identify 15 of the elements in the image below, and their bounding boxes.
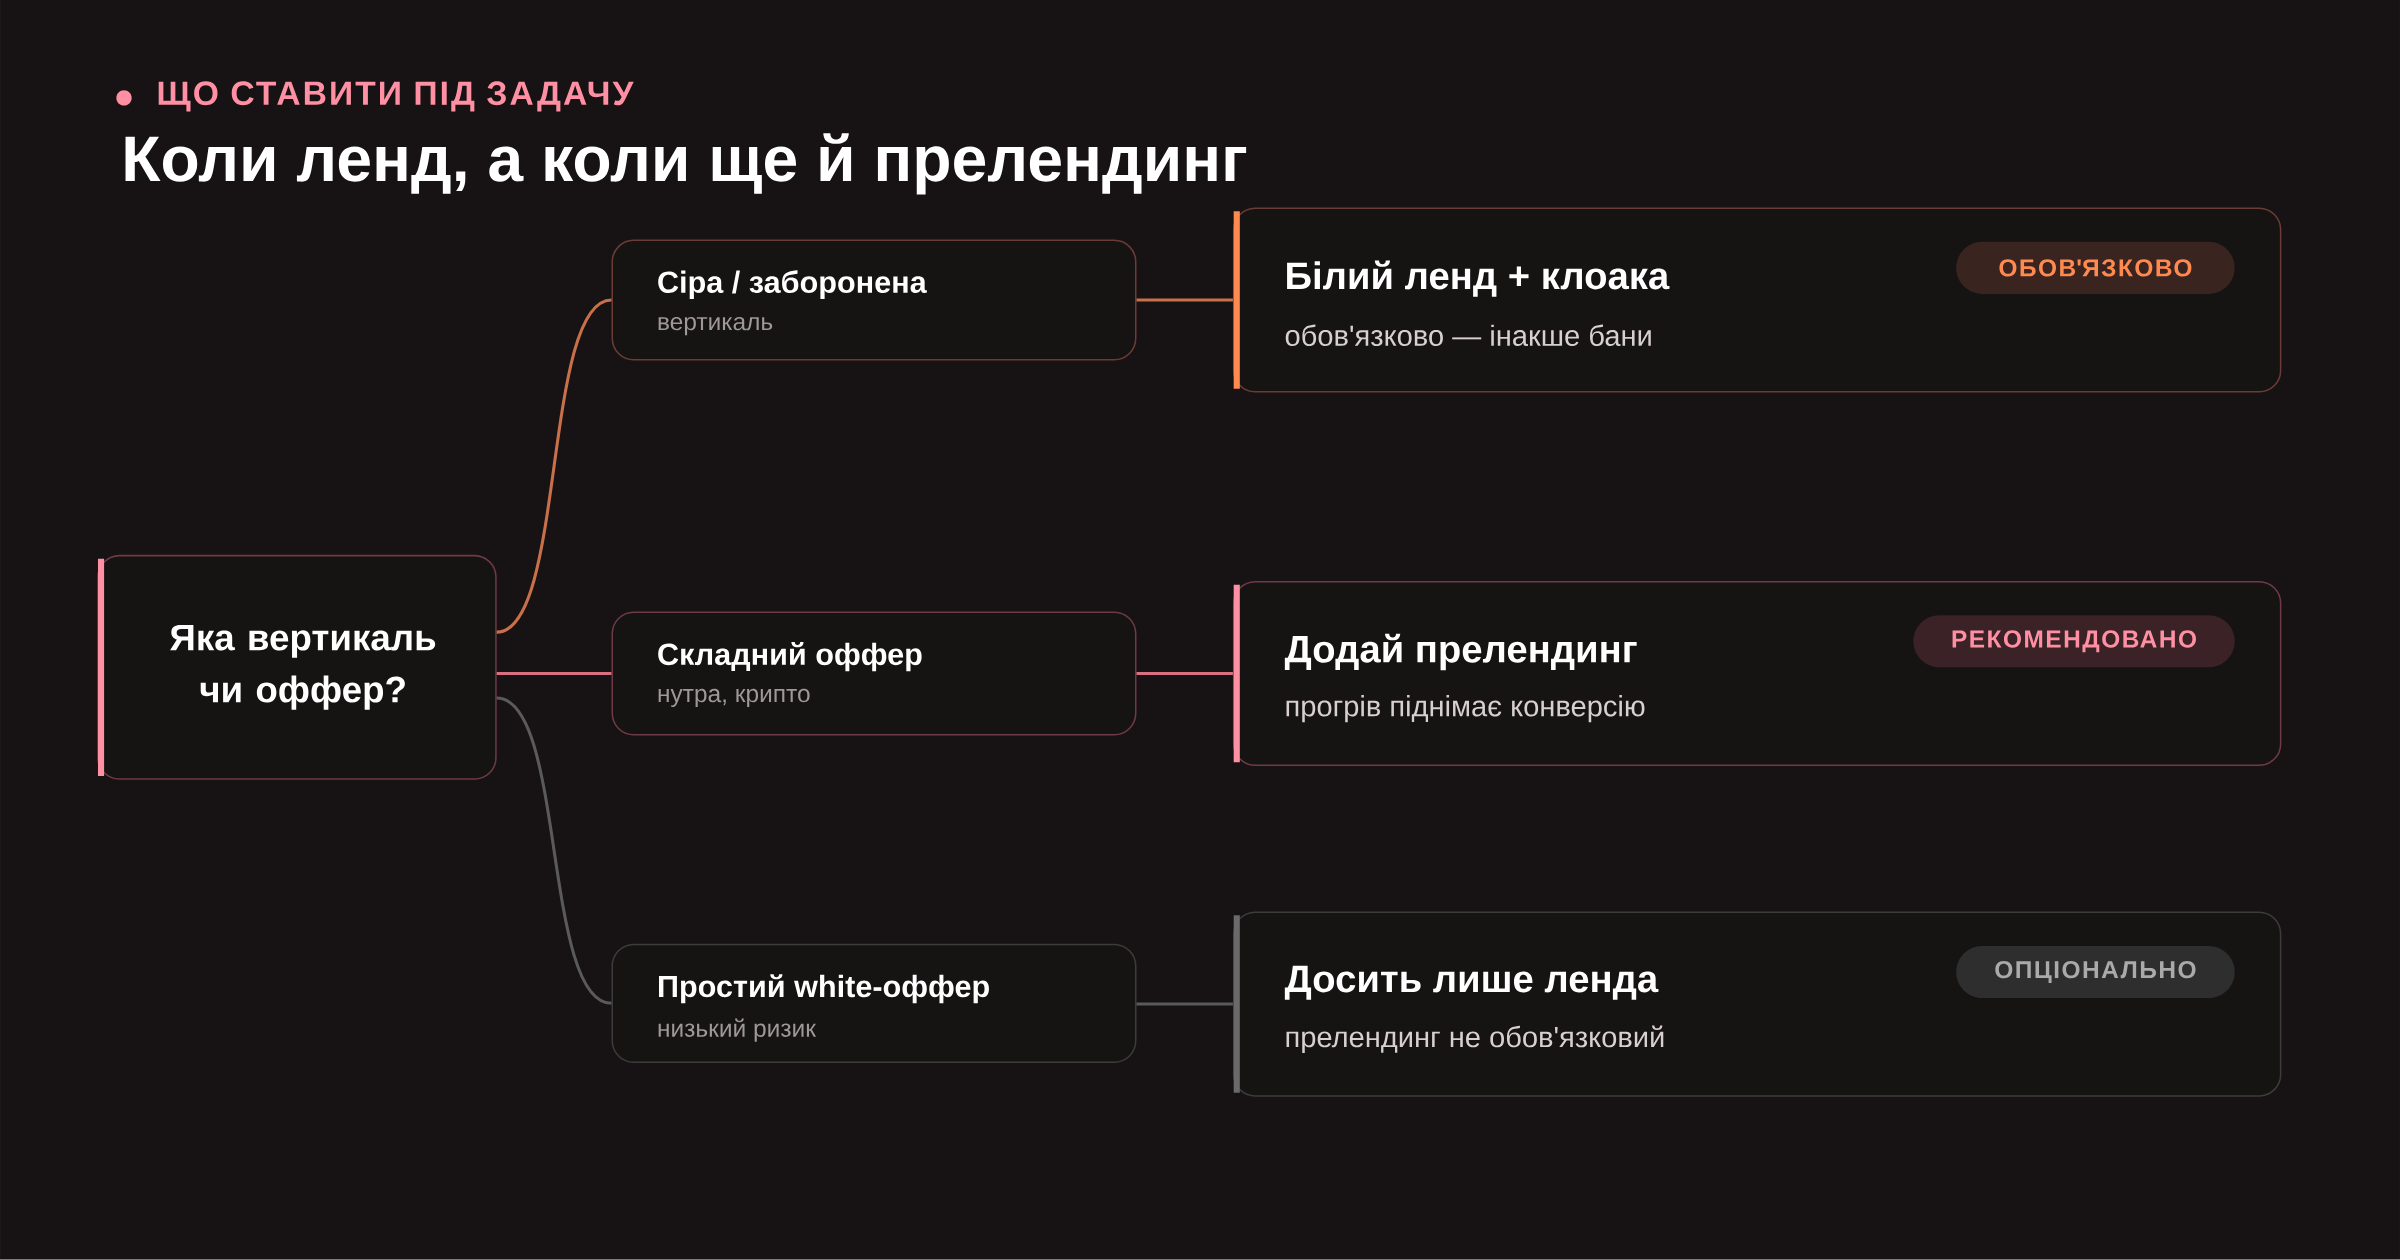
connector-line — [496, 672, 612, 676]
question-box: Яка вертикаль чи оффер? — [97, 555, 497, 780]
category-box: Складний оффер нутра, крипто — [611, 611, 1137, 736]
connector-line — [1136, 298, 1233, 302]
eyebrow-heading: ЩО СТАВИТИ ПІД ЗАДАЧУ — [116, 81, 634, 112]
connector-line — [1136, 672, 1233, 676]
connector-line — [496, 696, 613, 1005]
connector-line — [1136, 1002, 1233, 1006]
connector-line — [496, 298, 613, 634]
status-badge: ОПЦІОНАЛЬНО — [1956, 946, 2235, 999]
status-badge: РЕКОМЕНДОВАНО — [1913, 615, 2235, 668]
category-box: Сіра / заборонена вертикаль — [611, 239, 1137, 361]
category-box: Простий white-оффер низький ризик — [611, 943, 1137, 1064]
status-badge: ОБОВ'ЯЗКОВО — [1956, 242, 2235, 295]
title: Коли ленд, а коли ще й прелендинг — [125, 133, 1247, 195]
